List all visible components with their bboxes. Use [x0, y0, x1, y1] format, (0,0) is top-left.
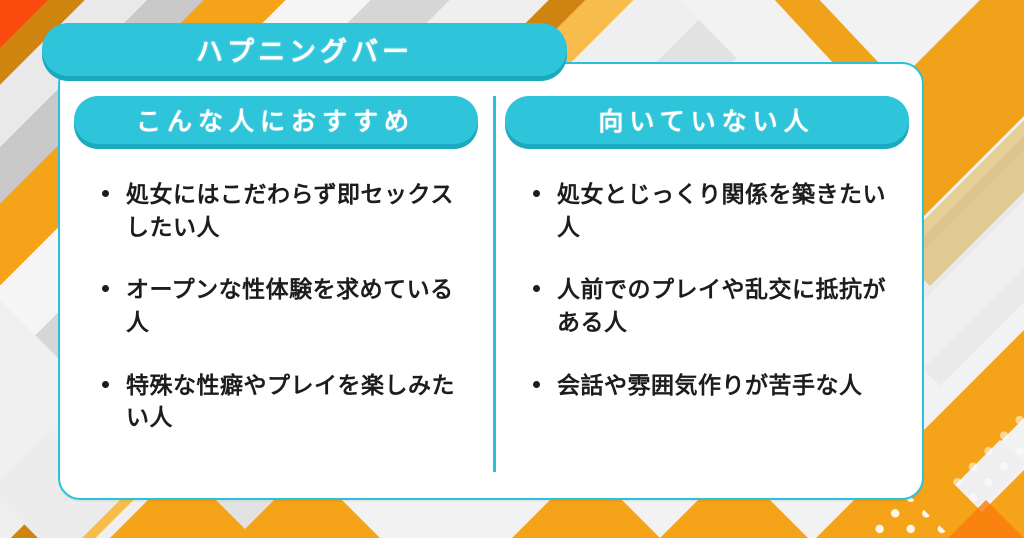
- list-item-text: 処女とじっくり関係を築きたい人: [557, 181, 886, 240]
- bullet-list-recommended: 処女にはこだわらず即セックスしたい人 オープンな性体験を求めている人 特殊な性癖…: [82, 178, 469, 434]
- title-pill: ハプニングバー: [42, 23, 567, 76]
- list-item-text: 人前でのプレイや乱交に抵抗がある人: [557, 276, 886, 335]
- list-item-text: 会話や雰囲気作りが苦手な人: [557, 371, 863, 398]
- bullet-list-not-suited: 処女とじっくり関係を築きたい人 人前でのプレイや乱交に抵抗がある人 会話や雰囲気…: [513, 178, 900, 401]
- list-item-text: 処女にはこだわらず即セックスしたい人: [126, 181, 454, 240]
- column-heading-pill-recommended: こんな人におすすめ: [73, 96, 478, 144]
- list-item: 人前でのプレイや乱交に抵抗がある人: [531, 273, 888, 338]
- column-divider: [493, 96, 496, 472]
- list-item: オープンな性体験を求めている人: [100, 273, 457, 338]
- list-item: 処女にはこだわらず即セックスしたい人: [100, 178, 457, 243]
- bullet-dot-icon: [533, 380, 540, 388]
- content-card: こんな人におすすめ 処女にはこだわらず即セックスしたい人 オープンな性体験を求め…: [58, 62, 924, 500]
- bullet-dot-icon: [102, 380, 109, 388]
- page-title: ハプニングバー: [196, 37, 413, 67]
- list-item: 特殊な性癖やプレイを楽しみたい人: [100, 369, 457, 434]
- bullet-dot-icon: [102, 285, 109, 293]
- column-not-suited: 向いていない人 処女とじっくり関係を築きたい人 人前でのプレイや乱交に抵抗がある…: [491, 64, 922, 498]
- list-item: 会話や雰囲気作りが苦手な人: [531, 369, 888, 402]
- bullet-dot-icon: [533, 190, 540, 197]
- bullet-dot-icon: [102, 190, 109, 197]
- list-item: 処女とじっくり関係を築きたい人: [531, 178, 888, 243]
- columns-wrapper: こんな人におすすめ 処女にはこだわらず即セックスしたい人 オープンな性体験を求め…: [60, 64, 922, 498]
- column-heading-label-recommended: こんな人におすすめ: [135, 108, 415, 136]
- column-heading-pill-not-suited: 向いていない人: [504, 96, 909, 144]
- bullet-dot-icon: [533, 285, 540, 293]
- column-heading-label-not-suited: 向いていない人: [598, 108, 815, 136]
- list-item-text: オープンな性体験を求めている人: [126, 276, 454, 335]
- list-item-text: 特殊な性癖やプレイを楽しみたい人: [126, 371, 455, 431]
- column-recommended: こんな人におすすめ 処女にはこだわらず即セックスしたい人 オープンな性体験を求め…: [60, 64, 491, 498]
